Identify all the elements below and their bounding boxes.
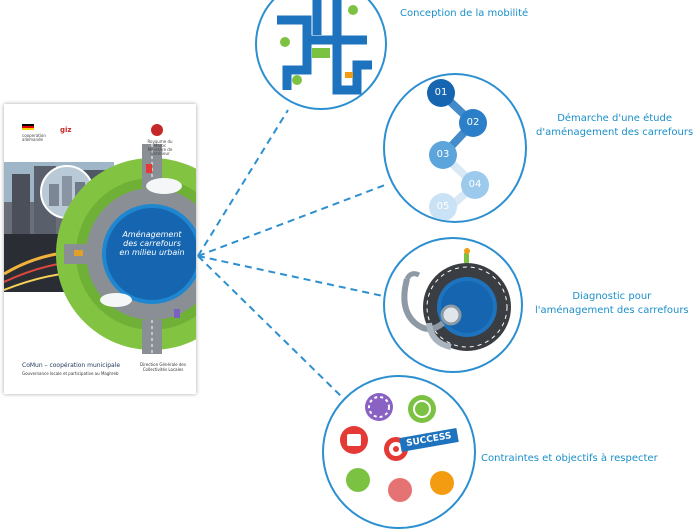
diagnostic-illustration [401, 248, 511, 351]
giz-logo: giz [60, 126, 72, 134]
topic-circle-mobility[interactable] [255, 0, 387, 110]
step-02: 02 [459, 109, 487, 137]
title-line: des carrefours [123, 239, 181, 248]
constraints-icons [340, 393, 454, 502]
label-line: Diagnostic pour [572, 291, 652, 302]
topic-label-mobility: Conception de la mobilité [400, 8, 529, 19]
topic-circle-steps[interactable]: 01 02 03 04 05 [383, 73, 527, 223]
brochure-cover[interactable]: cooperation allemande giz Royaume du Mar… [4, 104, 196, 394]
step-04: 04 [461, 171, 489, 199]
topic-label-constraints: Contraintes et objectifs à respecter [481, 453, 658, 464]
topic-label-diagnostic: Diagnostic pour l'aménagement des carref… [535, 290, 689, 318]
topic-circle-diagnostic[interactable] [383, 237, 523, 373]
title-line: Aménagement [122, 230, 182, 239]
label-line: l'aménagement des carrefours [535, 305, 689, 316]
brochure-title: Aménagement des carrefours en milieu urb… [104, 230, 196, 257]
label-line: d'aménagement des carrefours [536, 127, 694, 138]
footer-left-title: CoMun – coopération municipale [22, 362, 121, 369]
logo-line: cooperation [22, 133, 46, 138]
topic-circle-constraints[interactable]: SUCCESS [322, 375, 476, 529]
step-01: 01 [427, 79, 455, 107]
step-03: 03 [429, 141, 457, 169]
cooperation-logo-text: cooperation allemande [22, 134, 46, 142]
footer-right-text: Direction Générale des Collectivités Loc… [140, 362, 186, 372]
mobility-illustration [277, 0, 372, 95]
topic-label-steps: Démarche d'une étude d'aménagement des c… [536, 112, 693, 140]
logo-line: Ministère de l'Intérieur [147, 147, 173, 156]
connector-lines [197, 109, 386, 401]
ministry-logo-text: Royaume du Maroc Ministère de l'Intérieu… [142, 140, 178, 156]
step-05: 05 [429, 193, 457, 221]
label-line: Démarche d'une étude [557, 113, 672, 124]
footer-left-subtitle: Gouvernance locale et participative au M… [22, 371, 119, 376]
cover-artwork [4, 124, 196, 394]
logo-line: allemande [22, 137, 44, 142]
title-line: en milieu urbain [119, 248, 185, 257]
logo-line: Royaume du Maroc [147, 139, 173, 148]
